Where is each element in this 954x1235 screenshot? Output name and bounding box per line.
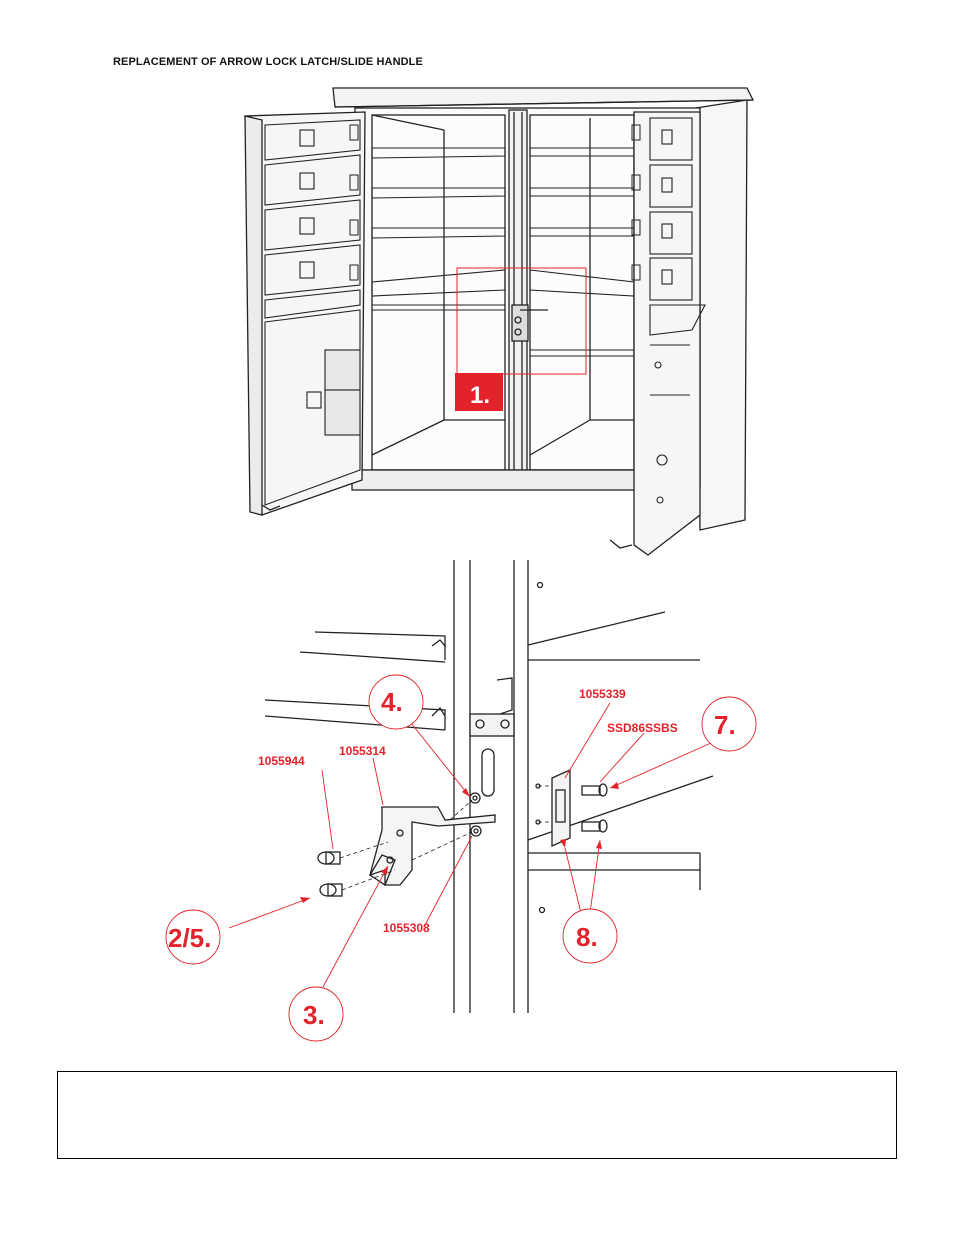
callout-circles (165, 674, 757, 1042)
callout-3-circle (288, 986, 344, 1042)
callout-2-5-circle (165, 909, 221, 965)
latch-detail-illustration (264, 560, 714, 1013)
callout-4-label: 4. (381, 687, 403, 717)
part-1055944-label: 1055944 (258, 754, 305, 768)
part-1055339-label: 1055339 (579, 687, 626, 701)
callout-8-label: 8. (576, 922, 598, 952)
part-1055308-label: 1055308 (383, 921, 430, 935)
notes-text (58, 1072, 896, 1092)
page-title: REPLACEMENT OF ARROW LOCK LATCH/SLIDE HA… (113, 56, 423, 68)
step-1-badge (455, 373, 503, 411)
callout-2-5-label: 2/5. (168, 923, 211, 953)
callout-7-label: 7. (714, 710, 736, 740)
notes-box (57, 1071, 897, 1159)
callout-leaders (228, 702, 712, 988)
part-1055314-label: 1055314 (339, 744, 386, 758)
callout-8-circle (562, 908, 618, 964)
detail-region-box (456, 267, 587, 375)
callout-4-circle (368, 674, 424, 730)
part-ssd86ssbs-label: SSD86SSBS (607, 721, 678, 735)
cabinet-illustration (244, 87, 755, 556)
callout-3-label: 3. (303, 1000, 325, 1030)
step-1-label: 1. (470, 382, 490, 409)
callout-7-circle (701, 696, 757, 752)
